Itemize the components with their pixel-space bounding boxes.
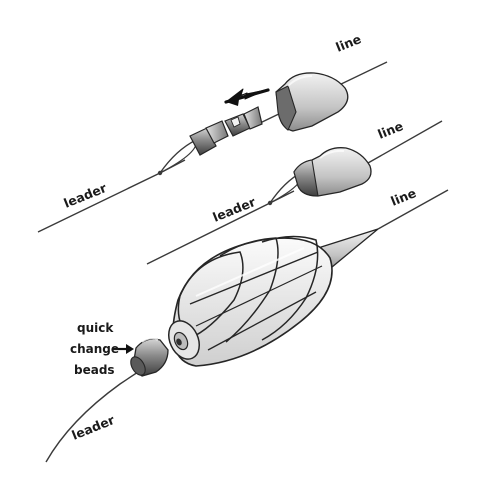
quick-change-swivel xyxy=(189,106,263,156)
quick-change-beads-label-line3: beads xyxy=(74,363,115,377)
middle-main-line xyxy=(367,120,443,164)
top-leader-loop xyxy=(159,139,197,174)
quick-change-beads-label-line1: quick xyxy=(77,321,114,335)
middle-cone-bead xyxy=(293,147,372,197)
top-line-label: line xyxy=(334,31,364,55)
bottom-main-line xyxy=(377,189,449,230)
top-leader-knot xyxy=(157,170,163,176)
bottom-line-label: line xyxy=(389,185,419,209)
quick-change-bead xyxy=(130,337,169,377)
top-leader-label: leader xyxy=(62,180,110,211)
bottom-leader-label: leader xyxy=(70,412,118,443)
top-assembly: line leader xyxy=(37,31,388,233)
middle-assembly: line leader xyxy=(146,118,443,265)
bottom-leader-line xyxy=(45,371,139,463)
top-cone-bead xyxy=(275,72,349,132)
bottom-assembly: line leader quick change beads xyxy=(45,185,449,463)
middle-leader-knot xyxy=(267,200,273,206)
middle-line-label: line xyxy=(376,118,406,142)
cage-feeder xyxy=(168,235,333,367)
quick-change-beads-label-line2: change xyxy=(70,342,119,356)
